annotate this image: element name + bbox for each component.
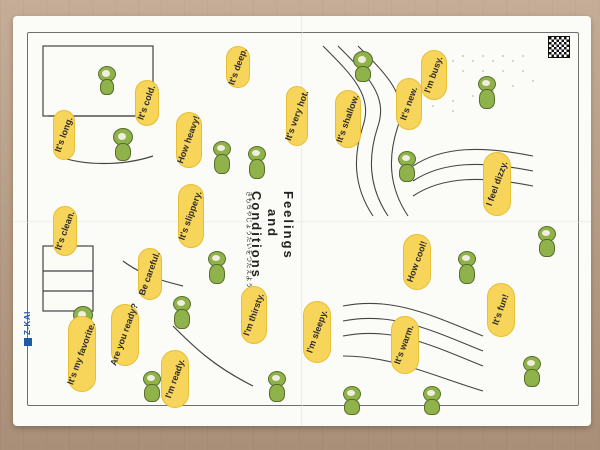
bubble-deep: It's deep. <box>226 46 250 88</box>
title-line-1: Feelings <box>281 191 296 260</box>
bubble-heavy: How heavy! <box>175 112 202 168</box>
bubble-are-you-ready: Are you ready? <box>108 302 141 368</box>
qr-code[interactable] <box>548 36 570 58</box>
bubble-new: It's new. <box>396 78 422 130</box>
poster-frame <box>27 32 579 406</box>
bubble-long: It's long. <box>52 110 75 160</box>
bubble-dizzy: I feel dizzy. <box>483 152 511 216</box>
bubble-thirsty: I'm thirsty. <box>241 286 267 344</box>
bubble-favorite: It's my favorite. <box>65 316 97 392</box>
bubble-sleepy: I'm sleepy. <box>303 301 331 363</box>
line-art <box>42 45 534 392</box>
title-line-2: and <box>265 209 280 239</box>
title-subtitle: きもちやじょうたいをつたえよう <box>245 191 251 289</box>
bubble-fun: It's fun! <box>487 283 515 337</box>
bubble-cold: It's cold. <box>135 80 159 126</box>
bubble-shallow: It's shallow. <box>334 90 361 148</box>
bubble-careful: Be careful. <box>137 248 162 300</box>
z-kai-mark-icon <box>23 338 32 346</box>
bubble-ready: I'm ready. <box>161 350 189 408</box>
bubble-slippery: It's slippery. <box>177 184 204 248</box>
bubble-cool: How cool! <box>403 234 431 290</box>
bubble-warm: It's warm. <box>391 316 419 374</box>
fold-line-horizontal <box>13 221 591 223</box>
poster: Feelings and Conditions きもちやじょうたいをつたえよう <box>13 16 591 426</box>
brand-logo: Z-KAI <box>23 311 32 346</box>
brand-logo-text: Z-KAI <box>23 311 32 335</box>
bubble-busy: I'm busy. <box>421 50 447 100</box>
bubble-very-hot: It's very hot. <box>283 86 310 146</box>
bubble-clean: It's clean. <box>53 206 77 256</box>
